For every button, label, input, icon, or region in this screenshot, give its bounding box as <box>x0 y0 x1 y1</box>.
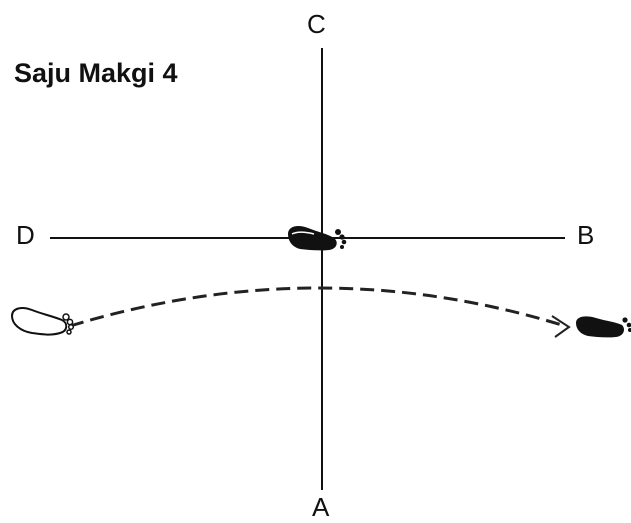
filled-footprint-icon <box>288 226 347 251</box>
direction-label-top: C <box>307 9 326 39</box>
page-title: Saju Makgi 4 <box>14 58 178 88</box>
direction-label-left: D <box>16 220 35 250</box>
direction-label-bottom: A <box>312 492 330 522</box>
end-footprint-icon <box>576 316 631 338</box>
outlined-footprint-icon <box>10 307 75 336</box>
movement-path-dashed <box>69 286 566 328</box>
direction-label-right: B <box>577 220 595 250</box>
arrowhead-icon <box>551 315 571 338</box>
